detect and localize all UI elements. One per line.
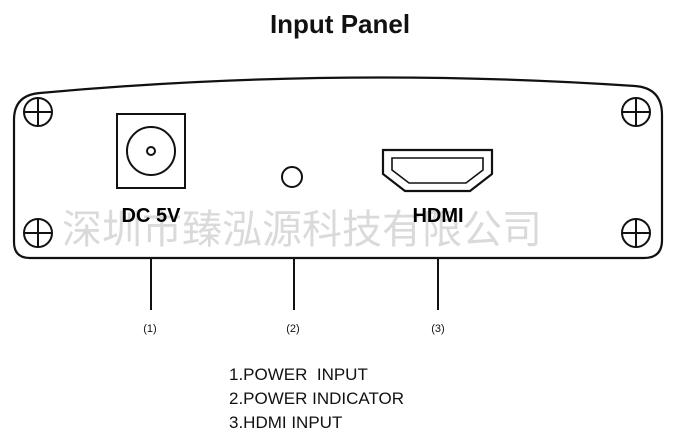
power-indicator-led-icon	[281, 166, 303, 188]
screw-icon-top-left	[23, 97, 53, 127]
dc-port-label: DC 5V	[122, 205, 182, 227]
watermark-text: 深圳市臻泓源科技有限公司	[62, 207, 542, 253]
callout-label-1: (1)	[143, 323, 156, 335]
device-panel	[12, 76, 664, 260]
screw-icon-bottom-left	[23, 218, 53, 248]
hdmi-port-label: HDMI	[412, 205, 463, 227]
legend-item-hdmi-input: 3.HDMI INPUT	[229, 413, 342, 432]
page-title: Input Panel	[270, 9, 410, 39]
legend-item-power-indicator: 2.POWER INDICATOR	[229, 389, 404, 408]
screw-icon-bottom-right	[621, 218, 651, 248]
dc-jack-icon	[116, 113, 186, 189]
screw-icon-top-right	[621, 97, 651, 127]
callout-label-2: (2)	[286, 323, 299, 335]
hdmi-port-icon	[381, 148, 494, 193]
callout-label-3: (3)	[431, 323, 444, 335]
legend-item-power-input: 1.POWER INPUT	[229, 365, 368, 384]
